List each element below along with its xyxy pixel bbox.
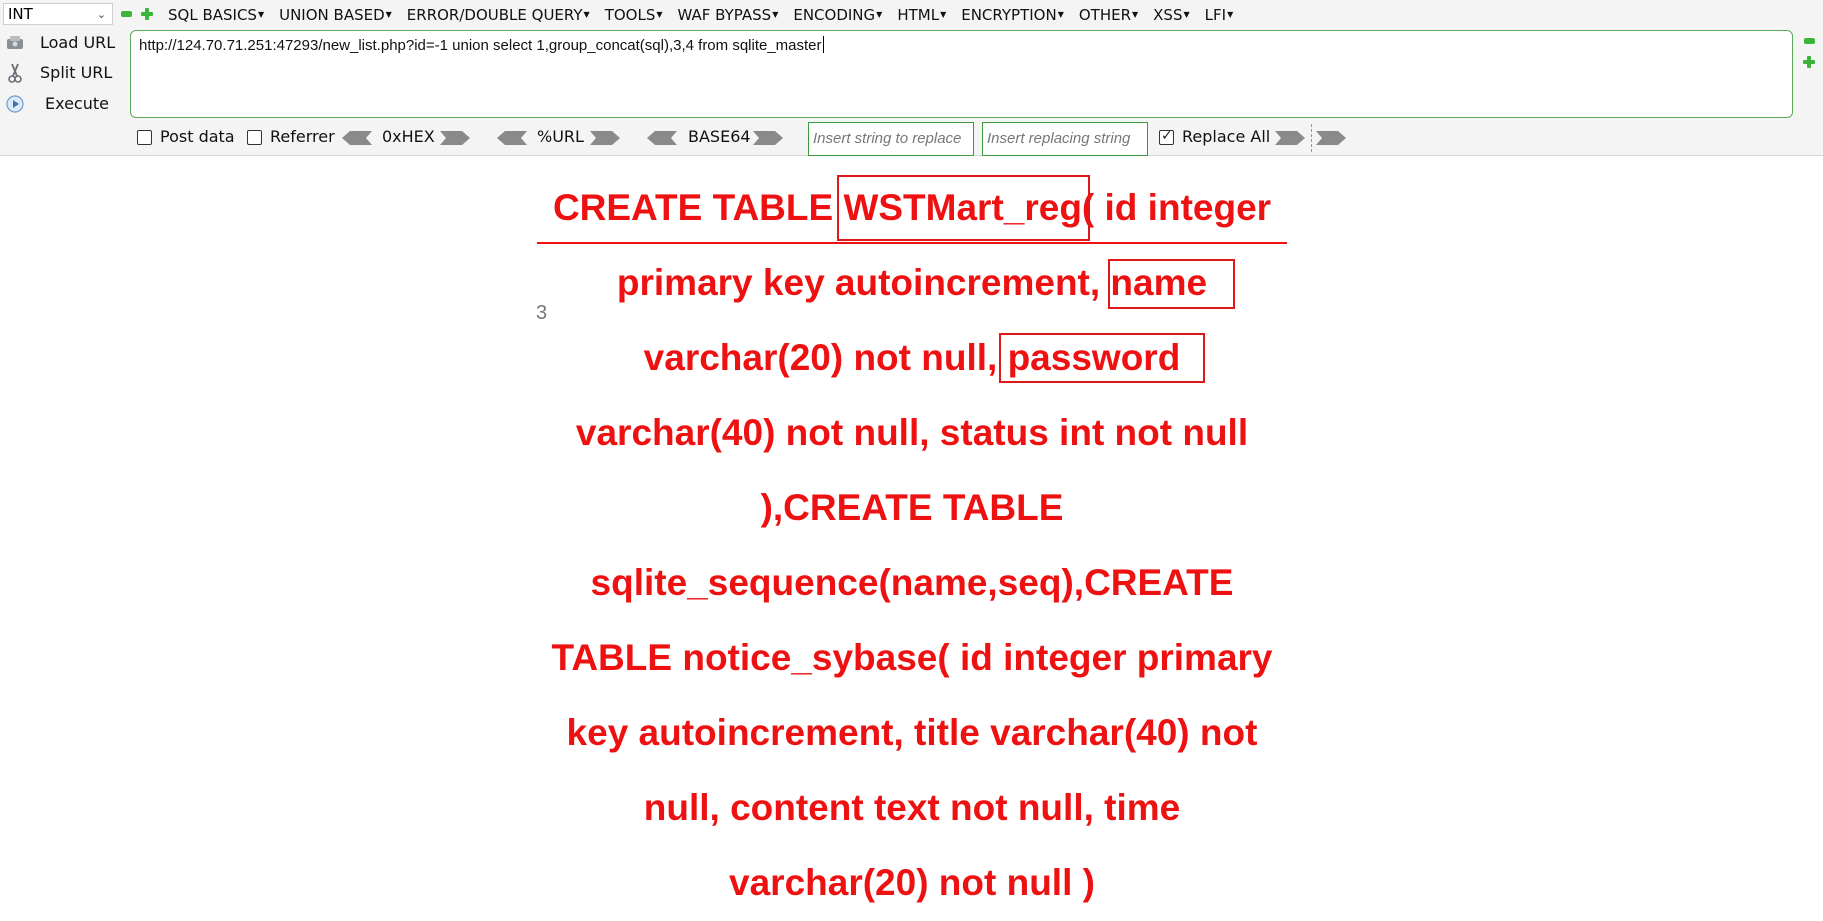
split-url-label: Split URL [40, 63, 113, 82]
collapse-minus-icon[interactable] [1804, 38, 1815, 44]
sql-line: null, content text not null, time [643, 787, 1181, 828]
menu-other[interactable]: OTHER▼ [1078, 6, 1139, 24]
base64-encode-arrow-icon[interactable] [753, 131, 783, 145]
replace-find-input[interactable]: Insert string to replace [808, 122, 974, 156]
menu-sql-basics[interactable]: SQL BASICS▼ [168, 6, 265, 24]
url-encode-arrow-icon[interactable] [590, 131, 620, 145]
execute-button[interactable]: Execute [0, 91, 125, 117]
load-url-label: Load URL [40, 33, 116, 52]
replace-all-checkbox[interactable] [1159, 128, 1174, 145]
sql-line: sqlite_sequence(name,seq),CREATE [590, 562, 1234, 603]
menu-xss[interactable]: XSS▼ [1153, 6, 1190, 24]
post-data-checkbox[interactable] [137, 130, 152, 145]
referrer-checkbox[interactable] [247, 130, 262, 145]
hex-label: 0xHEX [382, 127, 435, 146]
chevron-down-icon: ⌄ [96, 8, 106, 21]
injection-type-value: INT [8, 5, 33, 23]
text-cursor [822, 36, 824, 53]
toolbar-separator [1311, 124, 1312, 152]
minus-icon[interactable] [121, 11, 132, 17]
split-url-button[interactable]: Split URL [0, 60, 125, 86]
hex-encode-arrow-icon[interactable] [440, 131, 470, 145]
options-row: Post data Referrer 0xHEX %URL BASE64 Ins… [0, 122, 1823, 156]
injection-type-select[interactable]: INT ⌄ [3, 3, 113, 25]
post-data-label: Post data [160, 127, 235, 146]
menu-tools[interactable]: TOOLS▼ [604, 6, 663, 24]
menu-lfi[interactable]: LFI▼ [1204, 6, 1234, 24]
sql-line: key autoincrement, title varchar(40) not [566, 712, 1258, 753]
replace-all-arrow-icon[interactable] [1316, 131, 1346, 145]
page-number-text: 3 [536, 302, 548, 324]
menu-waf-bypass[interactable]: WAF BYPASS▼ [677, 6, 779, 24]
url-label: %URL [537, 127, 584, 146]
menu-html[interactable]: HTML▼ [897, 6, 947, 24]
sql-line: ),CREATE TABLE [760, 487, 1064, 528]
execute-label: Execute [45, 94, 109, 113]
replace-all-label: Replace All [1182, 127, 1271, 146]
load-url-button[interactable]: Load URL [0, 30, 125, 56]
menu-encoding[interactable]: ENCODING▼ [793, 6, 883, 24]
replace-with-input[interactable]: Insert replacing string [982, 122, 1148, 156]
expand-plus-icon[interactable] [1803, 56, 1815, 68]
play-icon [6, 95, 24, 113]
menu-union-based[interactable]: UNION BASED▼ [279, 6, 392, 24]
menu-list: SQL BASICS▼ UNION BASED▼ ERROR/DOUBLE QU… [168, 4, 1248, 26]
url-text: http://124.70.71.251:47293/new_list.php?… [139, 37, 822, 54]
scissors-icon [6, 63, 24, 83]
menu-encryption[interactable]: ENCRYPTION▼ [961, 6, 1064, 24]
sql-output: CREATE TABLE WSTMart_reg( id integer pri… [537, 170, 1287, 920]
hackbar-toolbar: INT ⌄ SQL BASICS▼ UNION BASED▼ ERROR/DOU… [0, 0, 1823, 156]
replace-arrow-icon[interactable] [1275, 131, 1305, 145]
sql-line: CREATE TABLE WSTMart_reg( id integer [552, 187, 1272, 228]
menu-bar: INT ⌄ SQL BASICS▼ UNION BASED▼ ERROR/DOU… [0, 0, 1823, 28]
url-textarea[interactable]: http://124.70.71.251:47293/new_list.php?… [130, 30, 1793, 118]
hex-decode-arrow-icon[interactable] [342, 131, 372, 145]
referrer-label: Referrer [270, 127, 335, 146]
sql-line: primary key autoincrement, name [616, 262, 1208, 303]
plus-icon[interactable] [141, 8, 153, 20]
annotation-underline [537, 242, 1287, 244]
sql-line: varchar(40) not null, status int not nul… [575, 412, 1249, 453]
load-url-icon [6, 34, 24, 52]
sql-line: TABLE notice_sybase( id integer primary [551, 637, 1273, 678]
menu-error-double-query[interactable]: ERROR/DOUBLE QUERY▼ [406, 6, 590, 24]
url-decode-arrow-icon[interactable] [497, 131, 527, 145]
base64-decode-arrow-icon[interactable] [647, 131, 677, 145]
base64-label: BASE64 [688, 127, 751, 146]
sql-line: varchar(20) not null ) [729, 862, 1095, 903]
sql-line: varchar(20) not null, password [643, 337, 1181, 378]
